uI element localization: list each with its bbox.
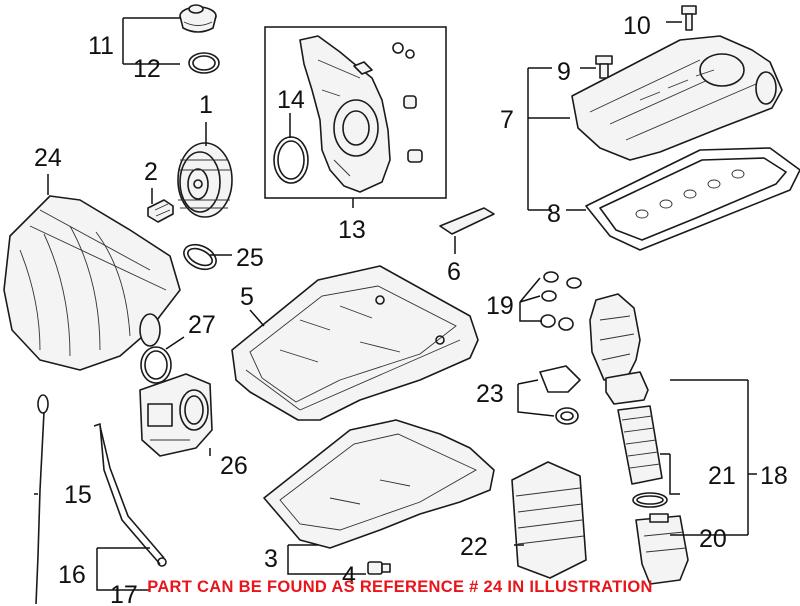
callout-14: 14	[277, 86, 305, 114]
part-20-seal	[632, 492, 668, 508]
callout-25: 25	[236, 244, 264, 272]
callout-22: 22	[460, 533, 488, 561]
oil-filter-cap	[635, 513, 689, 585]
callout-10: 10	[623, 12, 651, 40]
callout-2: 2	[144, 158, 158, 186]
callout-15: 15	[64, 481, 92, 509]
callout-19: 19	[486, 292, 514, 320]
part-10-bolt	[681, 5, 697, 31]
part-19-o-rings	[540, 271, 582, 331]
callout-20: 20	[699, 525, 727, 553]
part-11-oil-filler-cap	[179, 4, 217, 33]
callout-6: 6	[447, 258, 461, 286]
callout-16: 16	[58, 561, 86, 589]
callout-24: 24	[34, 144, 62, 172]
callout-13: 13	[338, 216, 366, 244]
callout-5: 5	[240, 283, 254, 311]
part-1-crankshaft-pulley	[177, 142, 233, 218]
part-12-seal-ring	[188, 52, 220, 74]
leader-lines	[34, 17, 757, 591]
callout-3: 3	[264, 545, 278, 573]
part-9-bolt	[595, 55, 613, 79]
part-14-seal	[273, 136, 309, 184]
part-15-dipstick	[35, 394, 49, 605]
callout-12: 12	[133, 55, 161, 83]
callout-11: 11	[88, 32, 114, 60]
callout-26: 26	[220, 452, 248, 480]
callout-9: 9	[557, 58, 571, 86]
part-21-oil-filter	[617, 405, 663, 485]
part-23-gaskets	[539, 365, 581, 425]
part-24-intake-manifold	[3, 195, 181, 371]
callout-8: 8	[547, 200, 561, 228]
oil-filter-housing	[589, 293, 649, 405]
part-26-throttle-body	[139, 373, 213, 457]
part-6-baffle	[439, 207, 495, 235]
callout-1: 1	[199, 91, 213, 119]
callout-7: 7	[500, 106, 514, 134]
timing-cover-box	[264, 26, 447, 199]
part-22-oil-cooler	[511, 461, 587, 579]
callout-23: 23	[476, 380, 504, 408]
part-3-lower-oil-pan	[263, 419, 495, 549]
part-4-drain-plug	[367, 561, 391, 575]
callout-18: 18	[760, 462, 788, 490]
part-7-valve-cover	[571, 35, 783, 161]
part-13-timing-cover	[299, 35, 423, 193]
part-16-dipstick-tube	[93, 423, 167, 567]
part-2-bolt	[147, 199, 174, 223]
part-27-o-ring	[140, 346, 172, 384]
part-5-upper-oil-pan	[231, 265, 479, 421]
callout-17: 17	[110, 581, 138, 606]
callout-21: 21	[708, 462, 736, 490]
reference-notice: PART CAN BE FOUND AS REFERENCE # 24 IN I…	[147, 578, 653, 596]
callout-4: 4	[342, 562, 356, 590]
part-25-gasket	[183, 243, 217, 271]
callout-27: 27	[188, 311, 216, 339]
part-8-valve-cover-gasket	[585, 147, 800, 251]
